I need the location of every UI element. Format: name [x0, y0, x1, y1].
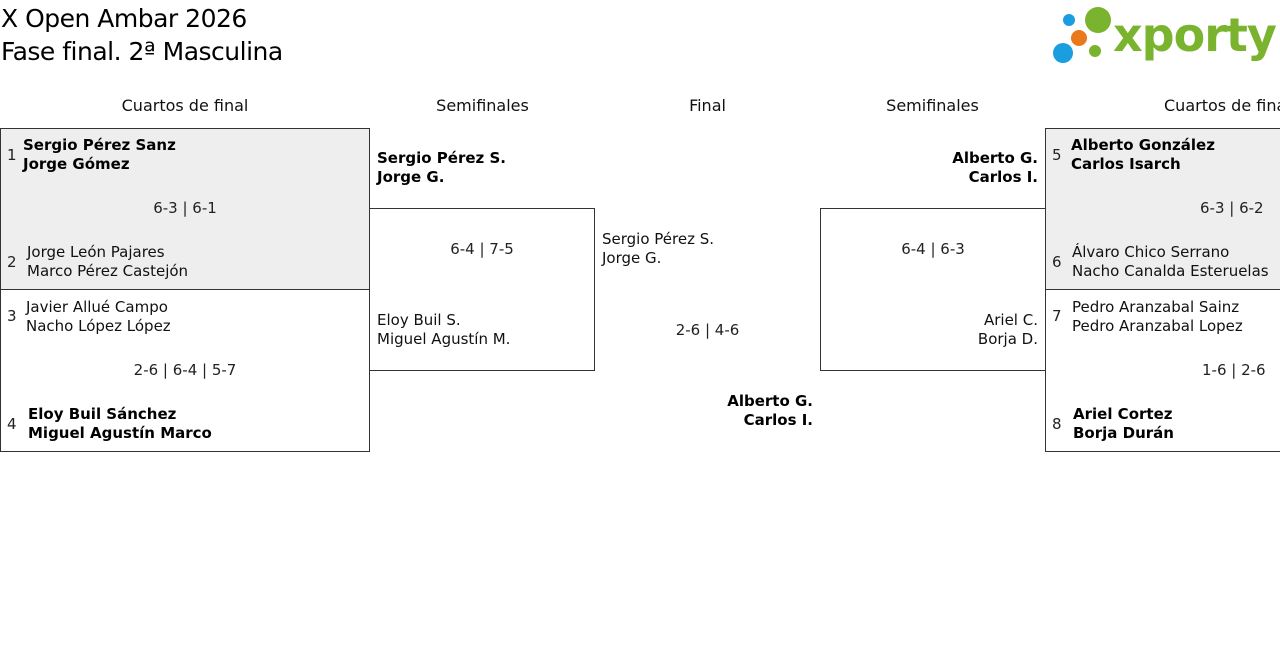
header-qf-left: Cuartos de final	[121, 96, 249, 115]
match-score: 6-3 | 6-2	[1200, 199, 1264, 217]
seed-number: 7	[1052, 307, 1062, 325]
seed-number: 5	[1052, 146, 1062, 164]
header-final: Final	[689, 96, 726, 115]
seed-number: 2	[7, 253, 17, 271]
tournament-name: X Open Ambar 2026	[1, 4, 247, 33]
logo-text: xporty	[1113, 8, 1277, 62]
header-sf-right: Semifinales	[886, 96, 979, 115]
xporty-logo[interactable]: xporty	[1050, 4, 1277, 68]
match-qf-left-1[interactable]	[0, 128, 370, 290]
player-name: Borja Durán	[1073, 424, 1174, 442]
team-pedro-pedro: Pedro Aranzabal Sainz Pedro Aranzabal Lo…	[1072, 298, 1243, 336]
player-name: Alberto G.	[952, 149, 1038, 167]
seed-number: 8	[1052, 415, 1062, 433]
player-name: Marco Pérez Castejón	[27, 262, 189, 280]
player-name: Jorge León Pajares	[27, 243, 165, 261]
sf-right-loser: Ariel C. Borja D.	[978, 311, 1038, 349]
team-alvaro-nacho: Álvaro Chico Serrano Nacho Canalda Ester…	[1072, 243, 1269, 281]
match-score: 6-4 | 7-5	[450, 240, 514, 258]
team-sergio-jorge: Sergio Pérez Sanz Jorge Gómez	[23, 136, 176, 174]
team-ariel-borja: Ariel Cortez Borja Durán	[1073, 405, 1174, 443]
seed-number: 4	[7, 415, 17, 433]
player-name: Carlos I.	[743, 411, 813, 429]
player-name: Eloy Buil S.	[377, 311, 461, 329]
player-name: Sergio Pérez Sanz	[23, 136, 176, 154]
match-score: 6-3 | 6-1	[153, 199, 217, 217]
player-name: Javier Allué Campo	[26, 298, 168, 316]
seed-number: 3	[7, 307, 17, 325]
phase-name: Fase final. 2ª Masculina	[1, 37, 283, 66]
player-name: Ariel C.	[983, 311, 1038, 329]
final-winner: Alberto G. Carlos I.	[727, 392, 813, 430]
team-eloy-miguel: Eloy Buil Sánchez Miguel Agustín Marco	[28, 405, 212, 443]
player-name: Carlos I.	[968, 168, 1038, 186]
player-name: Alberto G.	[727, 392, 813, 410]
player-name: Borja D.	[977, 330, 1038, 348]
team-javier-nacho: Javier Allué Campo Nacho López López	[26, 298, 171, 336]
team-jorge-marco: Jorge León Pajares Marco Pérez Castejón	[27, 243, 188, 281]
player-name: Sergio Pérez S.	[602, 230, 715, 248]
match-qf-right-2[interactable]	[1045, 289, 1280, 452]
player-name: Nacho López López	[26, 317, 171, 335]
player-name: Jorge G.	[377, 168, 445, 186]
sf-left-winner: Sergio Pérez S. Jorge G.	[377, 149, 506, 187]
sf-left-loser: Eloy Buil S. Miguel Agustín M.	[377, 311, 510, 349]
player-name: Ariel Cortez	[1073, 405, 1173, 423]
seed-number: 1	[7, 146, 17, 164]
match-score: 1-6 | 2-6	[1202, 361, 1266, 379]
match-qf-right-1[interactable]	[1045, 128, 1280, 290]
header-qf-right: Cuartos de final	[1164, 96, 1280, 115]
final-team-top: Sergio Pérez S. Jorge G.	[602, 230, 714, 268]
player-name: Miguel Agustín M.	[377, 330, 511, 348]
player-name: Pedro Aranzabal Sainz	[1072, 298, 1240, 316]
team-alberto-carlos: Alberto González Carlos Isarch	[1071, 136, 1215, 174]
header-sf-left: Semifinales	[436, 96, 529, 115]
player-name: Nacho Canalda Esteruelas	[1072, 262, 1269, 280]
final-score: 2-6 | 4-6	[675, 321, 740, 339]
page-title: X Open Ambar 2026 Fase final. 2ª Masculi…	[1, 2, 283, 68]
match-score: 2-6 | 6-4 | 5-7	[133, 361, 237, 379]
player-name: Carlos Isarch	[1071, 155, 1181, 173]
player-name: Pedro Aranzabal Lopez	[1072, 317, 1243, 335]
match-sf-left[interactable]	[369, 208, 595, 371]
player-name: Eloy Buil Sánchez	[28, 405, 177, 423]
player-name: Alberto González	[1071, 136, 1215, 154]
logo-dots-icon	[1053, 7, 1111, 63]
player-name: Jorge Gómez	[23, 155, 130, 173]
player-name: Miguel Agustín Marco	[28, 424, 212, 442]
sf-right-winner: Alberto G. Carlos I.	[952, 149, 1038, 187]
player-name: Jorge G.	[602, 249, 662, 267]
player-name: Sergio Pérez S.	[377, 149, 506, 167]
player-name: Álvaro Chico Serrano	[1072, 243, 1230, 261]
seed-number: 6	[1052, 253, 1062, 271]
match-score: 6-4 | 6-3	[901, 240, 965, 258]
